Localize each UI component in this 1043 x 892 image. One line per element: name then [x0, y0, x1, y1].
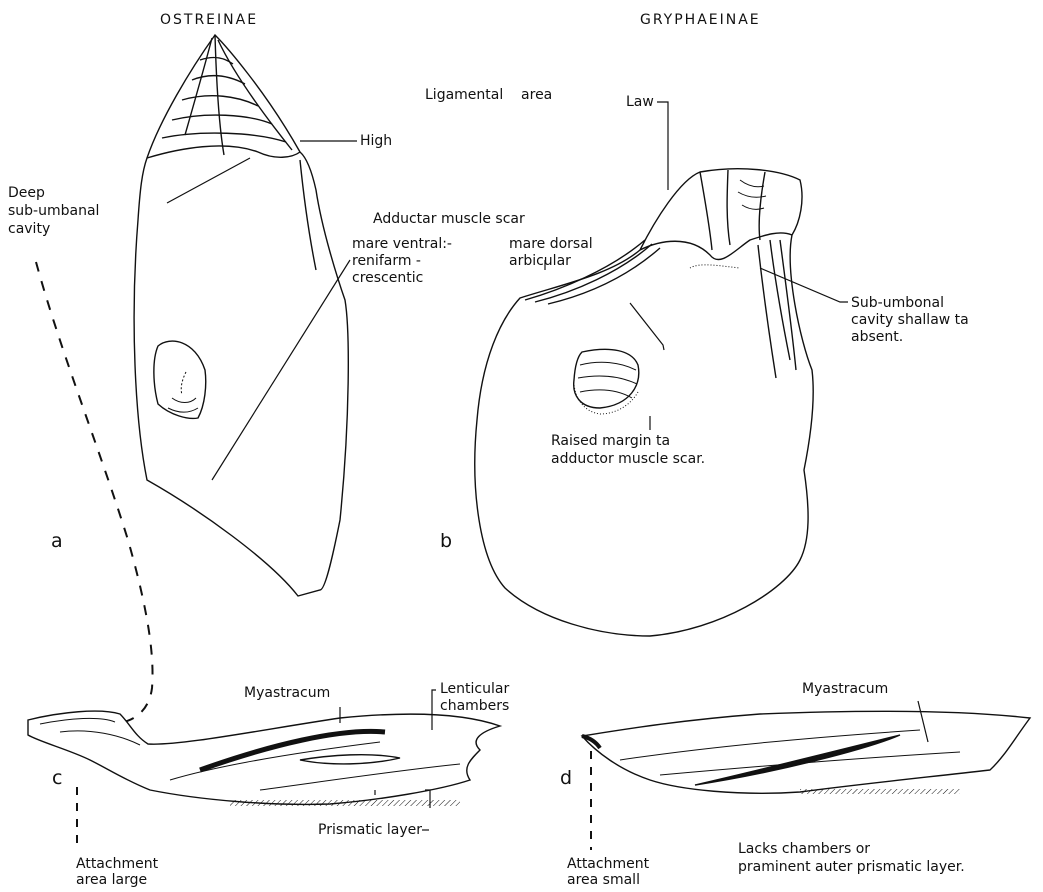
header-ostreinae: OSTREINAE	[160, 12, 258, 28]
label-raised-margin-2: adductor muscle scar.	[551, 451, 705, 467]
header-gryphaeinae: GRYPHAEINAE	[640, 12, 761, 28]
label-attach-large-2: area large	[76, 872, 147, 888]
label-deep-cavity-2: sub-umbanal	[8, 203, 99, 219]
label-sub-umbonal-2: cavity shallaw ta	[851, 312, 969, 328]
label-adductor-scar: Adductar muscle scar	[373, 211, 525, 227]
label-sub-umbonal-3: absent.	[851, 329, 903, 345]
label-raised-margin-1: Raised margin ta	[551, 433, 670, 449]
label-prismatic-layer: Prismatic layer	[318, 822, 422, 838]
label-ventral-2: renifarm -	[352, 253, 421, 269]
label-ventral-3: crescentic	[352, 270, 423, 286]
label-lacks-2: praminent auter prismatic layer.	[738, 859, 965, 875]
label-low: Law	[626, 94, 654, 110]
label-myostracum-c: Myastracum	[244, 685, 330, 701]
ostreinae-valve	[134, 35, 348, 596]
label-attach-large-1: Attachment	[76, 856, 158, 872]
label-attach-small-1: Attachment	[567, 856, 649, 872]
label-lacks-1: Lacks chambers or	[738, 841, 870, 857]
dashed-connector	[36, 262, 153, 724]
panel-letter-c: c	[52, 767, 62, 789]
ostreinae-section	[28, 711, 500, 806]
label-attach-small-2: area small	[567, 872, 640, 888]
label-dorsal-2: arbicular	[509, 253, 571, 269]
label-lenticular-2: chambers	[440, 698, 509, 714]
panel-letter-b: b	[440, 530, 452, 552]
label-deep-cavity-3: cavity	[8, 221, 50, 237]
gryphaeinae-section	[582, 711, 1030, 794]
label-high: High	[360, 133, 392, 149]
label-deep-cavity-1: Deep	[8, 185, 45, 201]
label-lenticular-1: Lenticular	[440, 681, 509, 697]
label-myostracum-d: Myastracum	[802, 681, 888, 697]
panel-letter-a: a	[51, 530, 63, 552]
label-sub-umbonal-1: Sub-umbonal	[851, 295, 944, 311]
label-ligamental-area: Ligamental area	[425, 87, 552, 103]
label-ventral-1: mare ventral:-	[352, 236, 452, 252]
panel-letter-d: d	[560, 767, 572, 789]
label-dorsal-1: mare dorsal	[509, 236, 593, 252]
